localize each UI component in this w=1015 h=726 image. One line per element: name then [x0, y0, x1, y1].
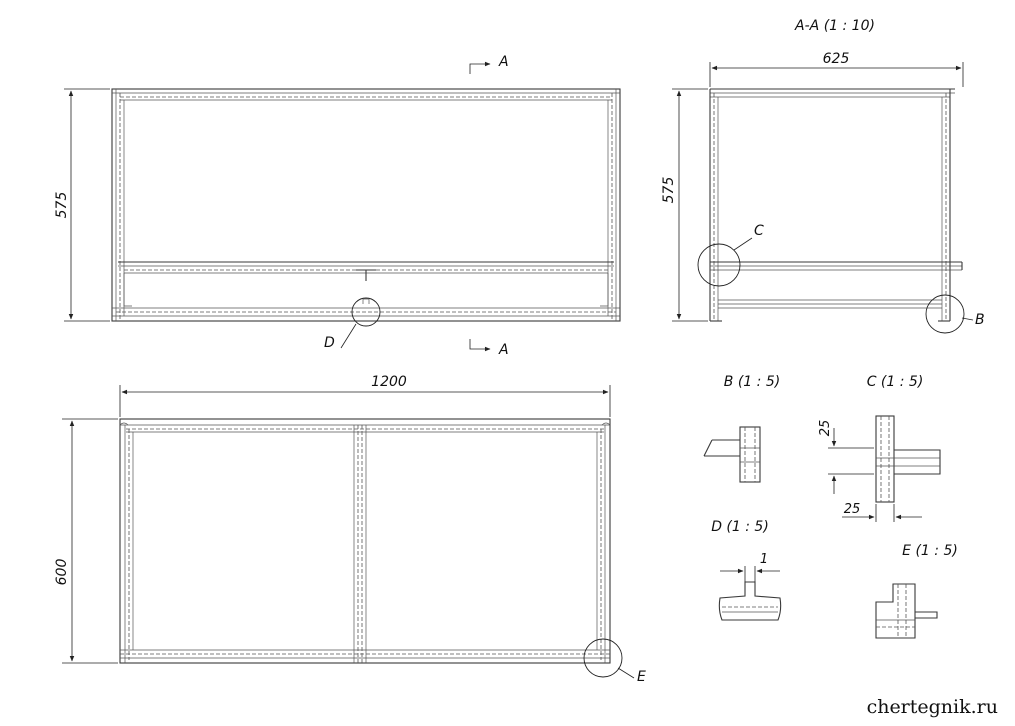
- callout-d-label: D: [324, 335, 335, 351]
- callout-e-label: E: [637, 669, 646, 685]
- section-aa-view: [672, 62, 974, 334]
- detail-d: [718, 566, 782, 621]
- detail-c: [828, 415, 941, 522]
- callout-b-label: B: [975, 312, 985, 328]
- detail-c-dim-horizontal: 25: [844, 502, 861, 517]
- detail-b-title: B (1 : 5): [724, 374, 780, 390]
- section-width-dim: 625: [823, 51, 850, 67]
- detail-c-dim-vertical: 25: [818, 420, 833, 437]
- section-height-dim: 575: [661, 177, 677, 204]
- detail-b: [703, 426, 761, 483]
- cut-marker-top: A: [498, 54, 509, 70]
- callout-c-label: C: [754, 223, 764, 239]
- section-aa-title: A-A (1 : 10): [794, 18, 875, 34]
- plan-width-dim: 1200: [371, 374, 407, 390]
- plan-view: [62, 385, 635, 679]
- cut-marker-bottom: A: [498, 342, 509, 358]
- detail-c-title: C (1 : 5): [867, 374, 924, 390]
- detail-d-title: D (1 : 5): [711, 519, 769, 535]
- front-view: [64, 61, 621, 352]
- front-height-dim: 575: [54, 192, 70, 219]
- detail-d-dim-gap: 1: [760, 552, 768, 567]
- watermark: chertegnik.ru: [867, 696, 998, 718]
- detail-e-title: E (1 : 5): [902, 543, 958, 559]
- detail-e: [875, 583, 938, 639]
- plan-depth-dim: 600: [54, 559, 70, 586]
